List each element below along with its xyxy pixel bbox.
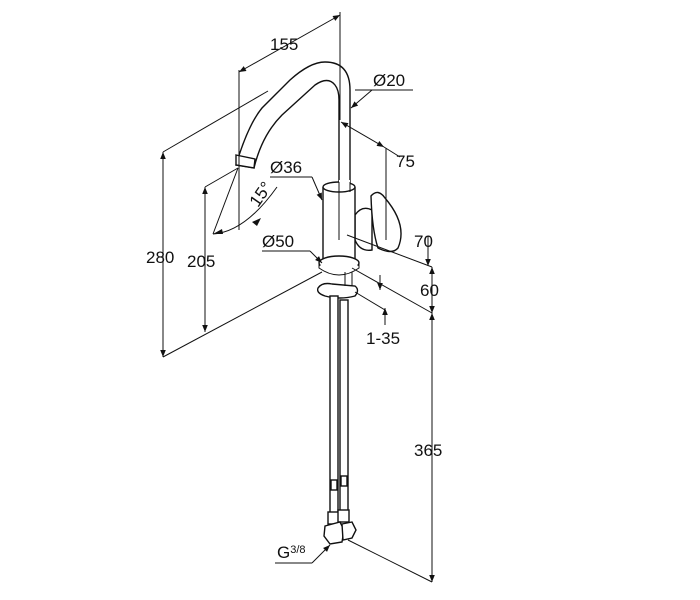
dim-spout-angle: 15° <box>246 178 276 210</box>
dim-connection-thread: G3/8 <box>277 543 306 562</box>
dim-deck-thickness: 1-35 <box>366 329 400 348</box>
dim-handle-height: 70 <box>414 232 433 251</box>
dim-base-height: 60 <box>420 281 439 300</box>
connector-nut <box>323 521 345 545</box>
dimension-lines <box>160 12 435 583</box>
dim-hose-length: 365 <box>414 441 442 460</box>
dim-base-diameter: Ø50 <box>262 232 294 251</box>
dim-total-height: 280 <box>146 248 174 267</box>
mounting-bracket <box>316 282 359 299</box>
spout-nozzle <box>235 154 256 169</box>
supply-hoses <box>323 295 357 545</box>
dim-handle-offset: 75 <box>396 152 415 171</box>
dim-outlet-height: 205 <box>187 252 215 271</box>
faucet-outline <box>235 61 402 545</box>
dim-spout-reach: 155 <box>270 35 298 54</box>
lever-handle <box>354 207 373 251</box>
dim-spout-diameter: Ø20 <box>373 71 405 90</box>
dim-body-diameter: Ø36 <box>270 158 302 177</box>
